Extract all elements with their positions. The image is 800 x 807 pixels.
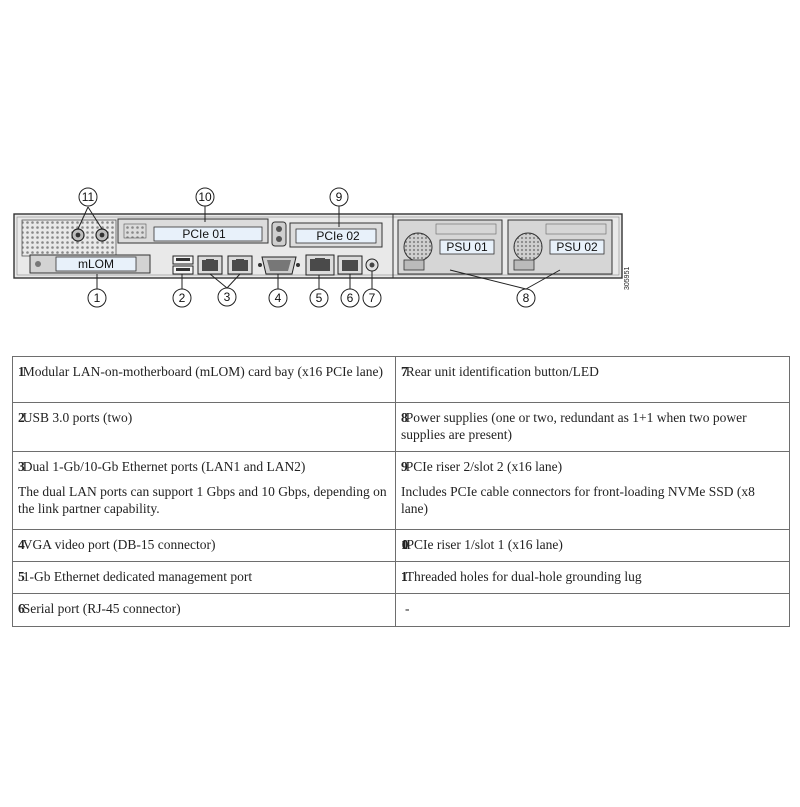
- psu02-label: PSU 02: [556, 240, 598, 254]
- figure-id: 305951: [624, 267, 631, 290]
- callout-5: 5: [309, 288, 329, 308]
- serial-port-icon: [337, 255, 363, 275]
- mlom-slot: mLOM: [29, 254, 151, 274]
- mlom-label: mLOM: [78, 257, 114, 271]
- svg-text:11: 11: [82, 190, 95, 204]
- riser-latch-icon: [271, 221, 287, 247]
- psu-fan-icon: [403, 232, 433, 262]
- psu02-bay: PSU 02: [507, 219, 613, 275]
- callout-9: 9: [329, 187, 349, 207]
- management-port-icon: [305, 254, 335, 276]
- svg-text:8: 8: [523, 291, 530, 305]
- usb-ports-icon: [172, 255, 194, 275]
- callout-1: 1: [87, 288, 107, 308]
- grounding-area: [21, 219, 117, 257]
- psu01-label: PSU 01: [446, 240, 488, 254]
- svg-text:1: 1: [94, 291, 101, 305]
- vga-port-icon: [258, 256, 300, 275]
- svg-text:5: 5: [316, 291, 323, 305]
- callout-10: 10: [195, 187, 215, 207]
- svg-text:3: 3: [224, 290, 231, 304]
- callout-7: 7: [362, 288, 382, 308]
- svg-text:2: 2: [179, 291, 186, 305]
- pcie01-slot: PCIe 01: [117, 218, 269, 244]
- psu-fan-icon: [513, 232, 543, 262]
- pcie02-label: PCIe 02: [316, 229, 360, 243]
- svg-text:7: 7: [369, 291, 376, 305]
- unit-id-button-icon: [365, 258, 379, 272]
- callout-6: 6: [340, 288, 360, 308]
- table-cell: -: [395, 593, 790, 627]
- lan-ports-icon: [197, 255, 253, 275]
- svg-text:9: 9: [336, 190, 343, 204]
- leader-lines: [77, 206, 561, 290]
- rear-panel-diagram: mLOM PCIe 01 PCIe 02: [13, 187, 631, 308]
- pcie02-slot: PCIe 02: [289, 222, 383, 248]
- callout-2: 2: [172, 288, 192, 308]
- svg-text:4: 4: [275, 291, 282, 305]
- pcie01-label: PCIe 01: [182, 227, 226, 241]
- svg-text:6: 6: [347, 291, 354, 305]
- callout-3: 3: [217, 287, 237, 307]
- callout-11: 11: [78, 187, 98, 207]
- svg-text:10: 10: [198, 190, 212, 204]
- psu01-bay: PSU 01: [397, 219, 503, 275]
- callout-8: 8: [516, 288, 536, 308]
- callout-4: 4: [268, 288, 288, 308]
